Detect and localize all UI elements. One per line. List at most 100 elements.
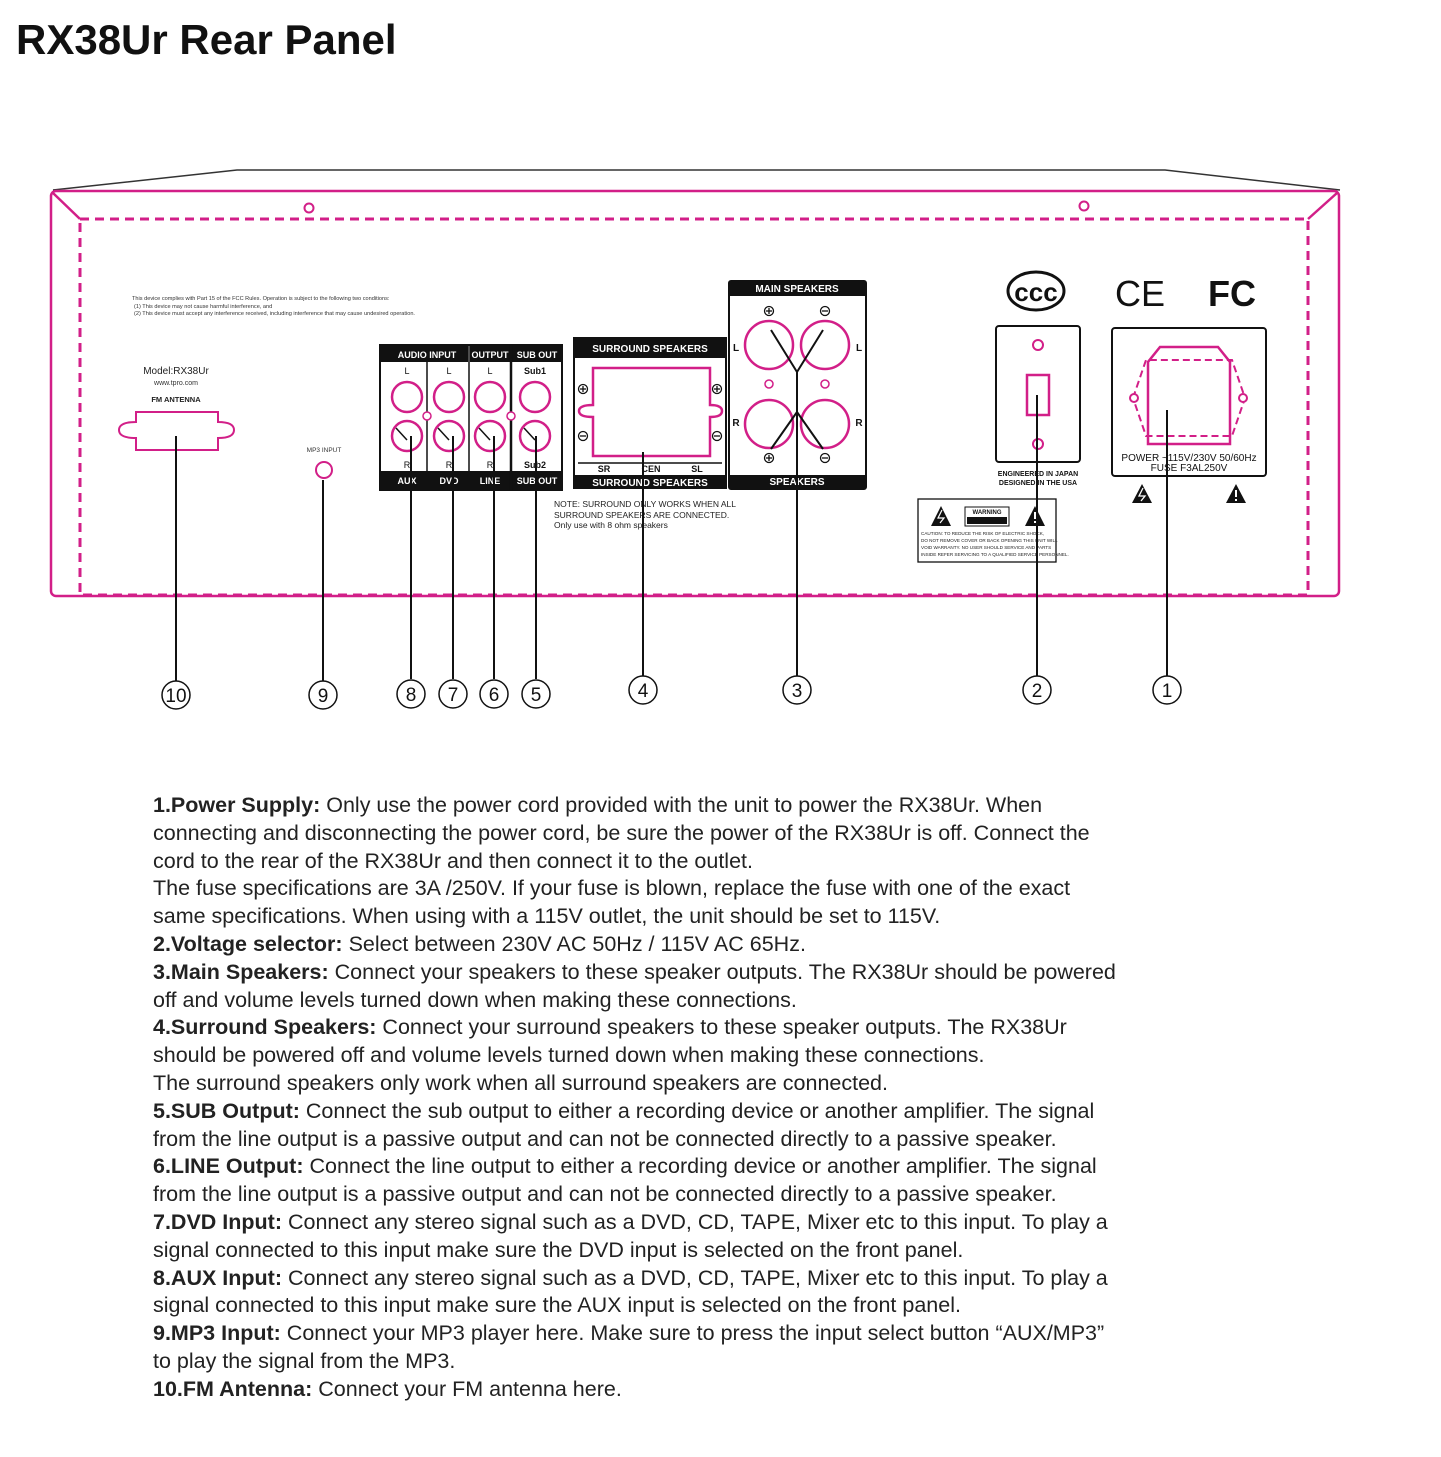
svg-text:9: 9 <box>318 686 329 707</box>
svg-text:AUX: AUX <box>397 476 416 486</box>
svg-text:POWER ~115V/230V 50/60Hz: POWER ~115V/230V 50/60Hz <box>1121 453 1256 464</box>
line-jack-r[interactable] <box>473 419 507 453</box>
callout-5: 5 <box>521 679 551 709</box>
callout-2: 2 <box>1022 675 1052 705</box>
main-speaker-terminal[interactable] <box>799 319 851 371</box>
callouts: 10 9 8 7 6 5 4 3 2 1 <box>161 675 1182 710</box>
svg-text:AUDIO INPUT: AUDIO INPUT <box>398 350 457 360</box>
callout-8: 8 <box>396 679 426 709</box>
svg-text:1: 1 <box>1162 681 1173 702</box>
dvd-jack-l[interactable] <box>432 380 466 414</box>
svg-text:FM ANTENNA: FM ANTENNA <box>151 395 201 404</box>
callout-7: 7 <box>438 679 468 709</box>
callout-4: 4 <box>628 675 658 705</box>
description-voltage-selector: 2.Voltage selector: Select between 230V … <box>153 931 806 956</box>
description-main-speakers: 3.Main Speakers: Connect your speakers t… <box>153 959 1116 1012</box>
svg-text:5: 5 <box>531 685 542 706</box>
svg-text:L: L <box>856 343 862 354</box>
svg-text:4: 4 <box>638 681 649 702</box>
description-surround-speakers: 4.Surround Speakers: Connect your surrou… <box>153 1015 1067 1095</box>
power-section: POWER ~115V/230V 50/60Hz FUSE F3AL250V <box>1111 327 1267 503</box>
svg-text:CAUTION: TO REDUCE THE RISK OF: CAUTION: TO REDUCE THE RISK OF ELECTRIC … <box>921 531 1044 536</box>
svg-text:SURROUND SPEAKERS: SURROUND SPEAKERS <box>592 478 708 489</box>
chassis-top-outline <box>52 169 1341 191</box>
fcc-text: This device complies with Part 15 of the… <box>132 296 415 317</box>
svg-text:(1) This device may not cause: (1) This device may not cause harmful in… <box>134 304 272 310</box>
svg-text:INSIDE REFER SERVICING TO A QU: INSIDE REFER SERVICING TO A QUALIFIED SE… <box>921 552 1069 557</box>
fcc-mark: FC <box>1208 273 1256 314</box>
svg-text:This device complies with Part: This device complies with Part 15 of the… <box>132 296 390 302</box>
svg-text:MAIN SPEAKERS: MAIN SPEAKERS <box>755 284 839 295</box>
svg-text:(2) This device must accept an: (2) This device must accept any interfer… <box>134 311 415 317</box>
sub1-jack[interactable] <box>518 380 552 414</box>
description-aux-input: 8.AUX Input: Connect any stereo signal s… <box>153 1265 1108 1318</box>
svg-text:6: 6 <box>489 685 500 706</box>
ccc-logo: ccc <box>1006 270 1066 312</box>
panel-outline <box>49 189 1341 598</box>
svg-text:SUB OUT: SUB OUT <box>517 476 558 486</box>
callout-1: 1 <box>1152 675 1182 705</box>
svg-text:VOID WARRANTY. NO USER SHOULD: VOID WARRANTY. NO USER SHOULD SERVICE AN… <box>921 545 1051 550</box>
svg-text:ccc: ccc <box>1014 277 1057 307</box>
svg-text:LINE: LINE <box>480 476 501 486</box>
description-sub-output: 5.SUB Output: Connect the sub output to … <box>153 1098 1095 1151</box>
svg-text:SUB OUT: SUB OUT <box>517 350 558 360</box>
svg-text:DVD: DVD <box>439 476 459 486</box>
svg-text:www.tpro.com: www.tpro.com <box>153 380 198 387</box>
svg-text:NOTE: SURROUND ONLY WORKS WHEN: NOTE: SURROUND ONLY WORKS WHEN ALL <box>554 499 736 509</box>
callout-6: 6 <box>479 679 509 709</box>
svg-text:L: L <box>404 366 409 376</box>
surround-terminal-block[interactable] <box>577 366 724 458</box>
svg-text:Model:RX38Ur: Model:RX38Ur <box>143 366 209 377</box>
rear-panel-diagram: This device complies with Part 15 of the… <box>49 169 1341 710</box>
svg-text:DO NOT REMOVE COVER OR BACK OP: DO NOT REMOVE COVER OR BACK OPENING THIS… <box>921 538 1058 543</box>
description-power-supply: 1.Power Supply: Only use the power cord … <box>153 793 1090 929</box>
warning-triangle-icon <box>1132 484 1152 503</box>
aux-jack-l[interactable] <box>390 380 424 414</box>
description-fm-antenna: 10.FM Antenna: Connect your FM antenna h… <box>153 1376 622 1401</box>
svg-text:SURROUND SPEAKERS: SURROUND SPEAKERS <box>592 344 708 355</box>
svg-text:R: R <box>404 460 411 470</box>
svg-text:R: R <box>732 418 740 429</box>
panel-inner-dashed <box>78 217 1310 597</box>
svg-text:L: L <box>733 343 739 354</box>
svg-text:R: R <box>487 460 494 470</box>
power-socket[interactable] <box>1146 345 1232 446</box>
main-speaker-terminal[interactable] <box>743 319 795 371</box>
svg-text:Sub1: Sub1 <box>524 366 546 376</box>
description-mp3-input: 9.MP3 Input: Connect your MP3 player her… <box>153 1321 1105 1373</box>
svg-text:3: 3 <box>792 681 803 702</box>
svg-text:SL: SL <box>691 464 703 474</box>
description-line-output: 6.LINE Output: Connect the line output t… <box>153 1154 1097 1207</box>
warning-triangle-icon <box>1226 484 1246 503</box>
svg-text:R: R <box>446 460 453 470</box>
aux-jack-r[interactable] <box>390 419 424 453</box>
certification-logos: ccc CE FC <box>1006 270 1256 314</box>
svg-text:L: L <box>487 366 492 376</box>
main-speaker-terminal[interactable] <box>799 398 851 450</box>
callout-9: 9 <box>308 680 338 710</box>
rca-block: AUDIO INPUT OUTPUT SUB OUT AUX DVD LINE … <box>379 344 563 491</box>
callout-3: 3 <box>782 675 812 705</box>
dvd-jack-r[interactable] <box>432 419 466 453</box>
svg-text:8: 8 <box>406 685 417 706</box>
ce-mark: CE <box>1115 273 1165 314</box>
svg-text:SURROUND SPEAKERS ARE CONNECTE: SURROUND SPEAKERS ARE CONNECTED. <box>554 510 729 520</box>
mp3-input-label: MP3 INPUT <box>307 447 342 454</box>
svg-text:FUSE F3AL250V: FUSE F3AL250V <box>1151 463 1228 474</box>
line-jack-l[interactable] <box>473 380 507 414</box>
fm-antenna-section: Model:RX38Ur www.tpro.com FM ANTENNA <box>117 366 236 451</box>
svg-text:CEN: CEN <box>641 464 660 474</box>
description-list: 1.Power Supply: Only use the power cord … <box>153 792 1293 1404</box>
svg-text:L: L <box>446 366 451 376</box>
mp3-input-jack[interactable] <box>315 461 333 479</box>
page-title: RX38Ur Rear Panel <box>16 16 397 63</box>
leader-lines <box>175 372 1168 681</box>
svg-text:OUTPUT: OUTPUT <box>472 350 510 360</box>
svg-text:R: R <box>855 418 863 429</box>
svg-text:10: 10 <box>165 686 186 707</box>
fm-antenna-connector[interactable] <box>117 411 236 451</box>
callout-10: 10 <box>161 680 191 710</box>
main-speaker-terminal[interactable] <box>743 398 795 450</box>
svg-text:WARNING: WARNING <box>973 510 1002 516</box>
